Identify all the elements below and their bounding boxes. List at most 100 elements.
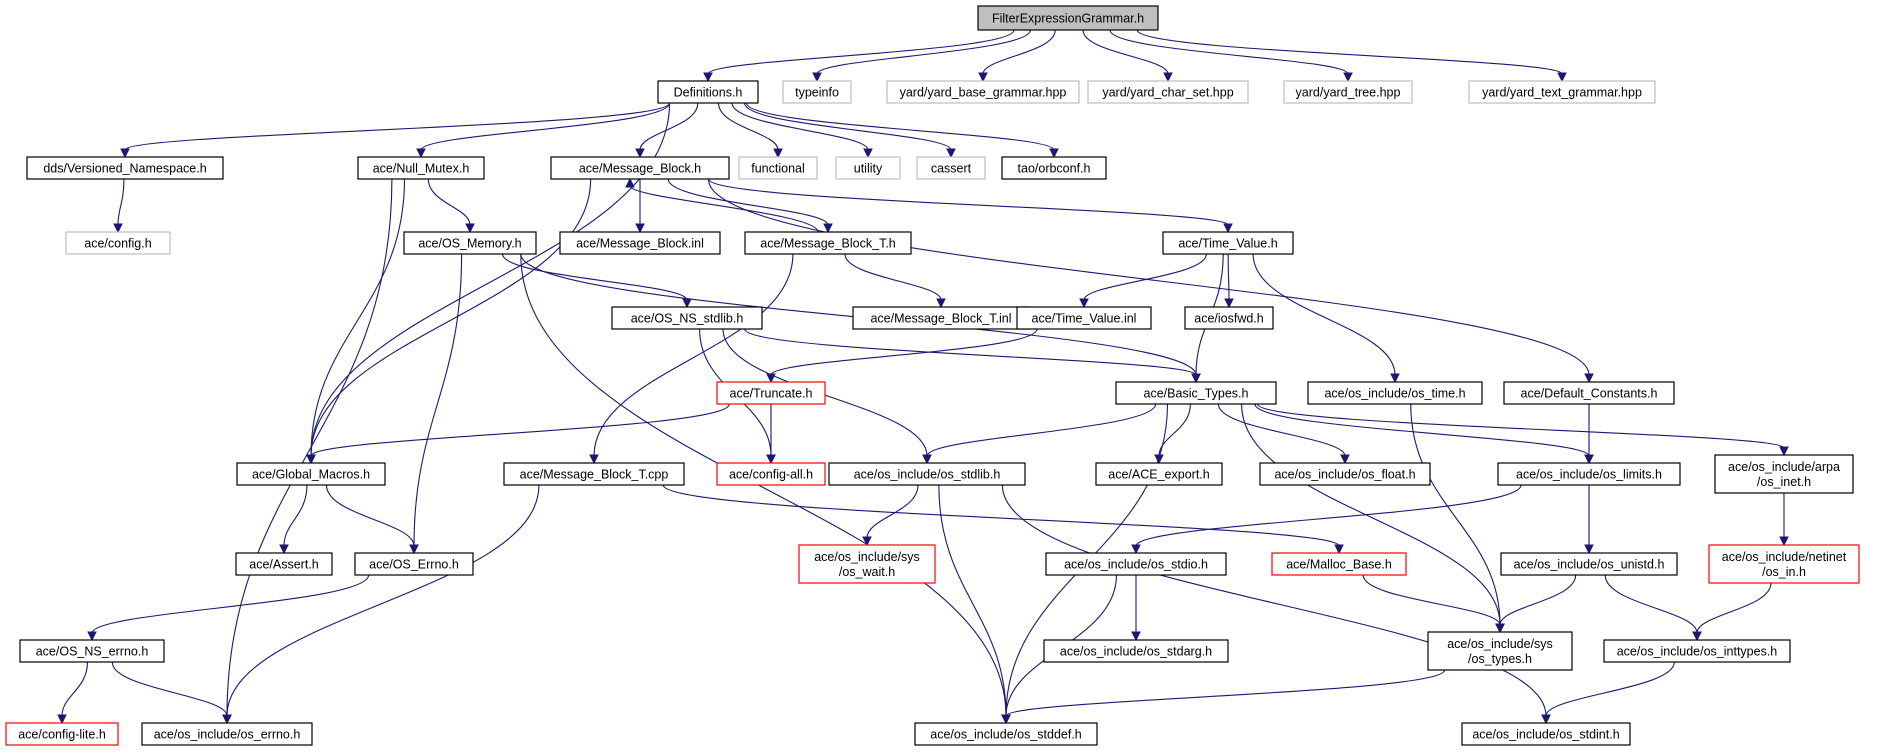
node-dds-vns[interactable]: dds/Versioned_Namespace.h — [26, 156, 224, 180]
node-global-macros[interactable]: ace/Global_Macros.h — [236, 462, 386, 486]
node-utility[interactable]: utility — [835, 156, 901, 180]
node-box — [65, 231, 171, 255]
arrowhead-time_value-to-time_value_inl — [1079, 298, 1089, 309]
node-ace-config[interactable]: ace/config.h — [65, 231, 171, 255]
node-box — [1307, 381, 1483, 405]
node-default-consts[interactable]: ace/Default_Constants.h — [1503, 381, 1675, 405]
node-os-inttypes[interactable]: ace/os_include/os_inttypes.h — [1603, 639, 1791, 663]
edge-msg_block-to-global_macros — [310, 178, 592, 457]
edge-os_stdlib-to-os_stddef — [938, 484, 1007, 717]
arrowhead-msg_block-to-msg_block_inl — [635, 223, 645, 234]
node-os-stdio[interactable]: ace/os_include/os_stdio.h — [1045, 552, 1227, 576]
node-box — [828, 462, 1026, 486]
node-box — [1708, 544, 1860, 584]
node-label: /os_inet.h — [1757, 475, 1811, 489]
edge-msg_block_t-to-msg_block_t_inl — [844, 253, 942, 301]
edge-msg_block-to-default_consts — [707, 178, 1590, 376]
node-functional[interactable]: functional — [738, 156, 818, 180]
node-os-time[interactable]: ace/os_include/os_time.h — [1307, 381, 1483, 405]
arrowhead-msg_block_t-to-msg_block_t_cpp — [589, 454, 599, 465]
arrowhead-os_errno_h-to-os_ns_errno — [87, 631, 97, 642]
arrowhead-netinet_in-to-os_inttypes — [1692, 631, 1702, 642]
node-os-stddef[interactable]: ace/os_include/os_stddef.h — [914, 722, 1098, 746]
node-label: ace/os_include/os_limits.h — [1516, 468, 1662, 482]
node-os-float[interactable]: ace/os_include/os_float.h — [1259, 462, 1431, 486]
edge-root-to-yard_base — [982, 29, 1056, 75]
node-cassert[interactable]: cassert — [916, 156, 986, 180]
edge-null_mutex-to-global_macros — [310, 178, 406, 457]
node-os-memory[interactable]: ace/OS_Memory.h — [403, 231, 537, 255]
node-box — [1500, 552, 1678, 576]
arrowhead-root-to-yard_base — [978, 72, 988, 83]
node-os-unistd[interactable]: ace/os_include/os_unistd.h — [1500, 552, 1678, 576]
edge-time_value_inl-to-truncate — [770, 328, 1038, 376]
node-label: /os_types.h — [1468, 652, 1532, 666]
arrowhead-root-to-defs — [703, 72, 713, 83]
node-msg-block-inl[interactable]: ace/Message_Block.inl — [559, 231, 721, 255]
node-label: ace/Default_Constants.h — [1521, 387, 1658, 401]
node-defs[interactable]: Definitions.h — [657, 80, 759, 104]
arrowhead-default_consts-to-os_limits — [1584, 454, 1594, 465]
node-msg-block-t-cpp[interactable]: ace/Message_Block_T.cpp — [503, 462, 685, 486]
node-box — [782, 80, 852, 104]
node-null-mutex[interactable]: ace/Null_Mutex.h — [357, 156, 485, 180]
node-msg-block-t-inl[interactable]: ace/Message_Block_T.inl — [852, 306, 1030, 330]
node-label: /os_in.h — [1762, 565, 1806, 579]
node-root[interactable]: FilterExpressionGrammar.h — [977, 5, 1159, 31]
node-os-errno-h[interactable]: ace/OS_Errno.h — [354, 552, 474, 576]
node-malloc-base[interactable]: ace/Malloc_Base.h — [1271, 552, 1407, 576]
node-label: ace/os_include/os_float.h — [1274, 468, 1415, 482]
node-assert[interactable]: ace/Assert.h — [235, 552, 333, 576]
node-label: ace/iosfwd.h — [1194, 312, 1264, 326]
node-basic-types[interactable]: ace/Basic_Types.h — [1115, 381, 1277, 405]
node-arpa-inet[interactable]: ace/os_include/arpa/os_inet.h — [1714, 454, 1854, 494]
node-os-errno[interactable]: ace/os_include/os_errno.h — [141, 722, 313, 746]
node-os-stdarg[interactable]: ace/os_include/os_stdarg.h — [1043, 639, 1229, 663]
edge-os_unistd-to-sys_types — [1499, 574, 1577, 626]
node-iosfwd[interactable]: ace/iosfwd.h — [1184, 306, 1274, 330]
node-os-limits[interactable]: ace/os_include/os_limits.h — [1497, 462, 1681, 486]
node-config-lite[interactable]: ace/config-lite.h — [5, 722, 119, 746]
arrowhead-basic_types-to-os_stdlib — [922, 454, 932, 465]
node-orbconf[interactable]: tao/orbconf.h — [1001, 156, 1107, 180]
node-label: ace/os_include/os_stddef.h — [930, 728, 1082, 742]
arrowhead-time_value-to-iosfwd — [1224, 298, 1234, 309]
node-msg-block-t[interactable]: ace/Message_Block_T.h — [744, 231, 912, 255]
node-netinet-in[interactable]: ace/os_include/netinet/os_in.h — [1708, 544, 1860, 584]
node-sys-types[interactable]: ace/os_include/sys/os_types.h — [1427, 631, 1573, 671]
node-yard-base[interactable]: yard/yard_base_grammar.hpp — [886, 80, 1080, 104]
node-typeinfo[interactable]: typeinfo — [782, 80, 852, 104]
node-os-ns-stdlib[interactable]: ace/OS_NS_stdlib.h — [611, 306, 763, 330]
node-label: Definitions.h — [674, 86, 743, 100]
node-yard-tree[interactable]: yard/yard_tree.hpp — [1283, 80, 1413, 104]
node-os-stdint[interactable]: ace/os_include/os_stdint.h — [1461, 722, 1631, 746]
node-label: functional — [751, 162, 805, 176]
node-sys-wait[interactable]: ace/os_include/sys/os_wait.h — [798, 544, 936, 584]
node-label: /os_wait.h — [839, 565, 895, 579]
node-label: typeinfo — [795, 86, 839, 100]
node-box — [1184, 306, 1274, 330]
node-label: yard/yard_tree.hpp — [1296, 86, 1401, 100]
node-msg-block[interactable]: ace/Message_Block.h — [550, 156, 730, 180]
node-box — [1497, 462, 1681, 486]
node-yard-text[interactable]: yard/yard_text_grammar.hpp — [1468, 80, 1656, 104]
node-truncate[interactable]: ace/Truncate.h — [716, 381, 826, 405]
node-config-all[interactable]: ace/config-all.h — [716, 462, 826, 486]
node-time-value-inl[interactable]: ace/Time_Value.inl — [1016, 306, 1152, 330]
node-label: ace/os_include/sys — [1447, 637, 1553, 651]
node-yard-char[interactable]: yard/yard_char_set.hpp — [1087, 80, 1249, 104]
edge-basic_types-to-os_stdlib — [926, 403, 1157, 457]
node-os-stdlib[interactable]: ace/os_include/os_stdlib.h — [828, 462, 1026, 486]
node-ace-export[interactable]: ace/ACE_export.h — [1095, 462, 1223, 486]
node-label: cassert — [931, 162, 972, 176]
node-box — [798, 544, 936, 584]
edge-os_memory-to-os_errno_h — [413, 253, 463, 547]
node-time-value[interactable]: ace/Time_Value.h — [1162, 231, 1294, 255]
node-os-ns-errno[interactable]: ace/OS_NS_errno.h — [19, 639, 165, 663]
arrowhead-defs-to-msg_block — [635, 148, 645, 159]
node-label: ace/config-lite.h — [18, 728, 106, 742]
edge-os_memory-to-os_ns_stdlib — [502, 253, 688, 301]
node-label: ace/os_include/os_stdint.h — [1472, 728, 1619, 742]
edge-defs-to-functional — [717, 102, 779, 151]
